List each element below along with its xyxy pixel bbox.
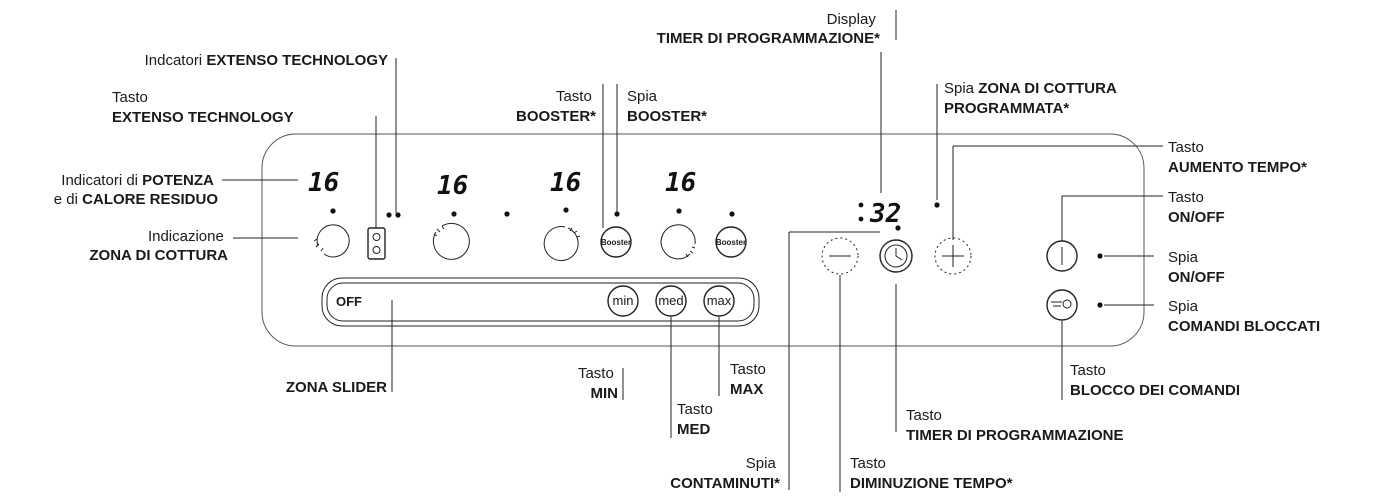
label-programmed-zone-light: Spia ZONA DI COTTURA PROGRAMMATA* — [944, 80, 1121, 117]
label-booster-light: Spia BOOSTER* — [627, 88, 707, 125]
label-display-timer: Display TIMER DI PROGRAMMAZIONE* — [657, 11, 880, 47]
booster-key-2[interactable]: Booster — [715, 226, 747, 258]
zone-separator-dot — [504, 211, 510, 217]
zone-1-indicator-dot — [330, 208, 336, 214]
label-time-down-key: Tasto DIMINUZIONE TEMPO* — [850, 455, 1013, 492]
slider-min-key[interactable]: min — [607, 285, 639, 317]
extenso-indicator-dot-2 — [395, 212, 401, 218]
zone-1-select-key[interactable] — [313, 224, 350, 258]
label-cooking-zone: Indicazione ZONA DI COTTURA — [89, 228, 228, 264]
label-time-up-key: Tasto AUMENTO TEMPO* — [1168, 139, 1307, 176]
label-med-key: Tasto MED — [677, 401, 717, 438]
timer-display: 32 — [869, 199, 901, 229]
on-off-light-dot — [1097, 253, 1103, 259]
minute-minder-light-dot — [895, 225, 901, 231]
zone-3-indicator-dot — [563, 207, 569, 213]
label-control-lock-key: Tasto BLOCCO DEI COMANDI — [1070, 362, 1240, 399]
label-min-key: Tasto MIN — [578, 365, 618, 402]
label-timer-key: Tasto TIMER DI PROGRAMMAZIONE — [906, 407, 1124, 444]
booster-2-light-dot — [729, 211, 735, 217]
svg-text:med: med — [658, 293, 683, 308]
label-locked-controls-light: Spia COMANDI BLOCCATI — [1168, 298, 1320, 335]
zone-2-select-key[interactable] — [432, 222, 470, 260]
booster-key-1[interactable]: Booster — [600, 226, 632, 258]
control-lock-key[interactable] — [1046, 289, 1078, 321]
time-down-key[interactable] — [821, 237, 859, 275]
extenso-indicator-dot-1 — [386, 212, 392, 218]
label-minute-minder-light: Spia CONTAMINUTI* — [670, 455, 780, 492]
booster-1-light-dot — [614, 211, 620, 217]
svg-text:max: max — [707, 293, 732, 308]
zone-4-select-key[interactable] — [660, 224, 696, 260]
label-power-indicators: Indicatori di POTENZA e di CALORE RESIDU… — [54, 172, 219, 208]
programmed-zone-light-dot — [934, 202, 940, 208]
zone-2-indicator-dot — [451, 211, 457, 217]
svg-text:Booster: Booster — [716, 238, 746, 247]
zone-2-power-display: 16 — [437, 171, 468, 201]
label-max-key: Tasto MAX — [730, 361, 770, 398]
svg-text:Booster: Booster — [601, 238, 631, 247]
time-up-key[interactable] — [934, 237, 972, 275]
hob-control-panel — [261, 133, 1145, 347]
label-booster-key: Tasto BOOSTER* — [516, 88, 596, 125]
svg-text:min: min — [613, 293, 634, 308]
label-slider-zone: ZONA SLIDER — [286, 379, 387, 396]
on-off-key[interactable] — [1046, 240, 1078, 272]
zone-4-indicator-dot — [676, 208, 682, 214]
zone-4-power-display: 16 — [665, 168, 696, 198]
slider-off-label[interactable]: OFF — [336, 294, 362, 309]
leader-lines — [222, 10, 1163, 492]
extenso-technology-key[interactable] — [367, 227, 386, 260]
slider-zone[interactable] — [321, 277, 760, 327]
timer-colon — [858, 202, 864, 222]
slider-max-key[interactable]: max — [703, 285, 735, 317]
zone-3-power-display: 16 — [550, 168, 581, 198]
timer-programming-key[interactable] — [879, 239, 913, 273]
label-extenso-key: Tasto EXTENSO TECHNOLOGY — [112, 89, 294, 126]
label-on-off-light: Spia ON/OFF — [1168, 249, 1225, 286]
slider-med-key[interactable]: med — [655, 285, 687, 317]
label-on-off-key: Tasto ON/OFF — [1168, 189, 1225, 226]
label-extenso-indicators: Indcatori EXTENSO TECHNOLOGY — [145, 52, 388, 69]
zone-1-power-display: 16 — [308, 168, 339, 198]
locked-controls-light-dot — [1097, 302, 1103, 308]
zone-3-select-key[interactable] — [543, 226, 581, 262]
